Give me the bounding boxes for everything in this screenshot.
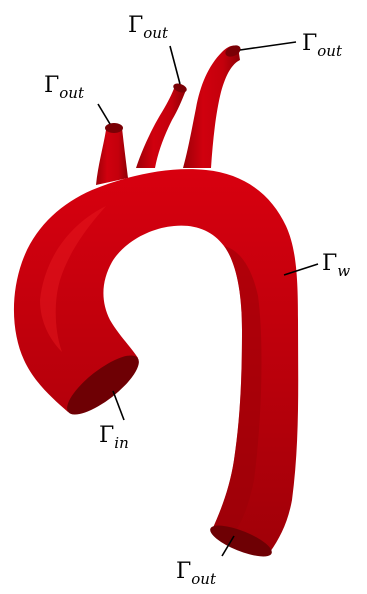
branch-vessel-right [183,46,240,168]
label-inlet: Γin [99,423,129,452]
label-outlet-bottom-sub: out [191,570,217,588]
label-wall-symbol: Γ [322,251,337,276]
svg-text:Γout: Γout [302,31,343,60]
svg-text:Γout: Γout [44,73,85,102]
leader-inlet [113,391,124,420]
label-wall: Γw [322,251,350,280]
svg-text:Γout: Γout [176,559,217,588]
branch-vessel-middle [136,86,186,168]
label-outlet-bottom: Γout [176,559,217,588]
branch-outlet-left [105,123,123,133]
branch-vessel-left [96,128,128,185]
label-outlet-left-symbol: Γ [44,73,59,98]
label-inlet-sub: in [114,434,128,452]
label-outlet-middle: Γout [128,13,169,42]
leader-outlet-right [240,42,296,50]
svg-text:Γw: Γw [322,251,350,280]
label-outlet-right: Γout [302,31,343,60]
leader-outlet-middle [170,46,180,84]
label-outlet-bottom-symbol: Γ [176,559,191,584]
leader-outlet-left [98,104,110,124]
label-inlet-symbol: Γ [99,423,114,448]
aorta-vessel [14,43,298,563]
svg-text:Γin: Γin [99,423,129,452]
label-wall-sub: w [337,262,350,280]
label-outlet-middle-symbol: Γ [128,13,143,38]
label-outlet-right-sub: out [317,42,343,60]
label-outlet-middle-sub: out [143,24,169,42]
svg-text:Γout: Γout [128,13,169,42]
label-outlet-left: Γout [44,73,85,102]
label-outlet-right-symbol: Γ [302,31,317,56]
label-outlet-left-sub: out [59,84,85,102]
